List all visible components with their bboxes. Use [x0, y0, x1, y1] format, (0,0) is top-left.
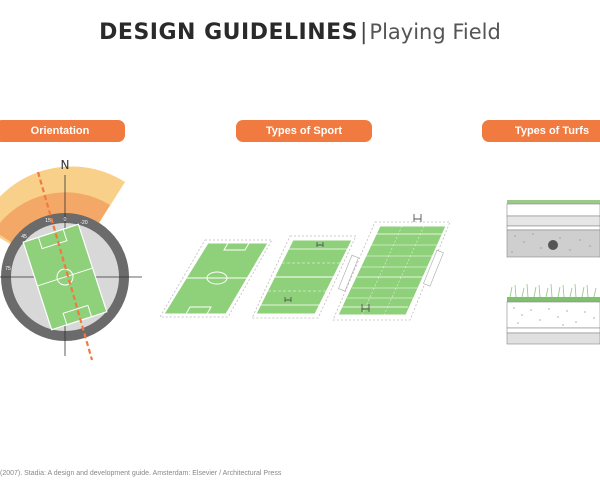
- orientation-field: [22, 223, 108, 331]
- angle-label-45: 45: [21, 234, 27, 240]
- angle-label-75: 75: [5, 266, 11, 272]
- angle-label-minus-20: -20: [80, 220, 87, 226]
- turf-section-1: [506, 200, 600, 258]
- section-pill-types-of-turfs: Types of Turfs: [482, 120, 600, 142]
- angle-label-0: 0: [64, 217, 67, 223]
- angle-label-15: 15: [45, 218, 51, 224]
- title-sub: Playing Field: [369, 20, 501, 44]
- section-pill-types-of-sport: Types of Sport: [236, 120, 372, 142]
- page-title: DESIGN GUIDELINES|Playing Field: [0, 20, 600, 45]
- field-axis-dashed-line: [36, 171, 94, 361]
- title-main: DESIGN GUIDELINES: [99, 20, 358, 45]
- turf-drainage-pipe: [548, 240, 558, 250]
- section-pill-orientation: Orientation: [0, 120, 125, 142]
- north-label: N: [61, 158, 70, 172]
- american-football-field: [332, 214, 451, 321]
- title-separator: |: [360, 20, 368, 45]
- citation-text: (2007). Stadia: A design and development…: [0, 470, 282, 477]
- orientation-diagram: N 15 0 -20 45 75: [0, 158, 142, 361]
- turf-section-2: [506, 283, 600, 345]
- soccer-field: [159, 239, 273, 318]
- rugby-field: [251, 235, 357, 319]
